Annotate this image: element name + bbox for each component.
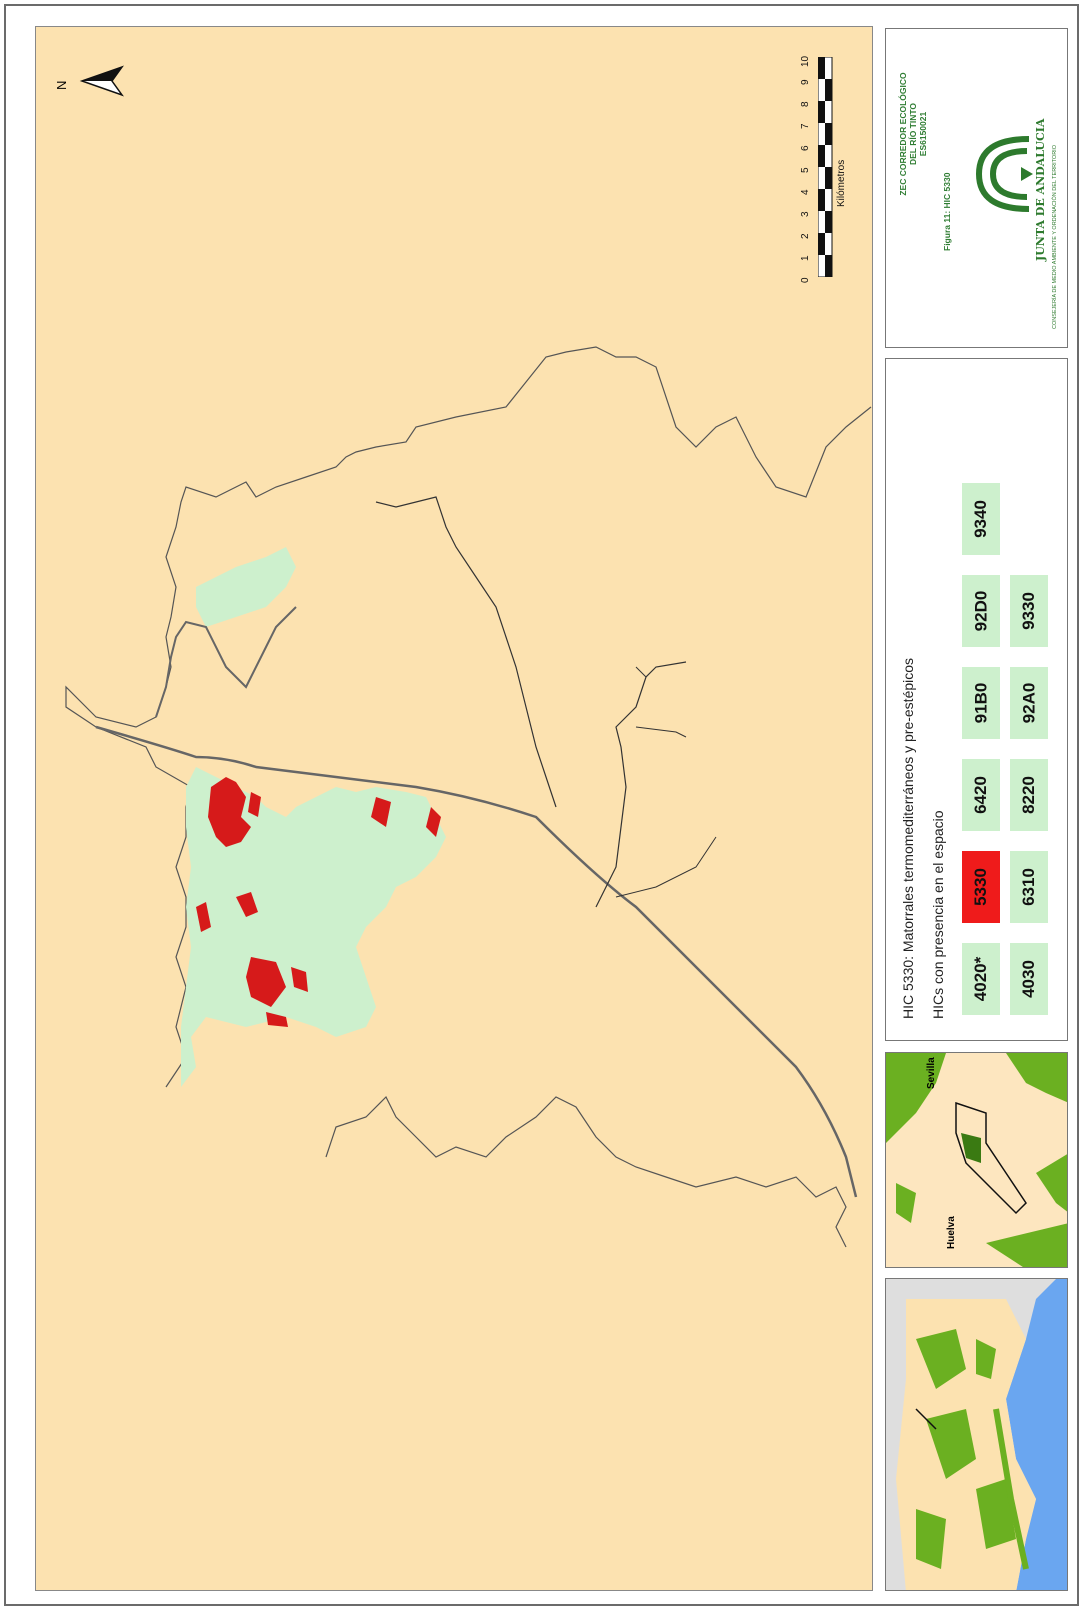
hic-5330-patches	[196, 777, 441, 1027]
tributary-east-4	[635, 666, 647, 678]
hic-4030[interactable]: 4030	[1010, 943, 1048, 1015]
figure-label: Figura 11: HIC 5330	[942, 172, 952, 251]
zec-line-1: ZEC CORREDOR ECOLÓGICO	[898, 72, 908, 196]
scale-tick-8: 8	[800, 101, 811, 107]
scale-tick-5: 5	[800, 167, 811, 173]
north-arrow-icon	[79, 65, 124, 97]
zec-title: ZEC CORREDOR ECOLÓGICO DEL RÍO TINTO ES6…	[898, 39, 928, 229]
inset-locator-map: Sevilla Huelva	[885, 1052, 1068, 1268]
inset-label-sevilla: Sevilla	[926, 1057, 937, 1089]
map-canvas	[65, 346, 872, 1248]
scale-unit: Kilómetros	[836, 159, 847, 207]
area-boundary	[65, 346, 872, 1088]
scale-tick-0: 0	[800, 277, 811, 283]
scale-tick-2: 2	[800, 233, 811, 239]
scale-tick-6: 6	[800, 145, 811, 151]
river-tinto	[95, 725, 858, 1198]
tributary-east-2	[615, 836, 717, 898]
zec-line-3: ES6150021	[918, 111, 928, 157]
inset-label-huelva: Huelva	[946, 1216, 957, 1249]
habitat-zone-north	[196, 547, 296, 627]
hic-8220[interactable]: 8220	[1010, 759, 1048, 831]
hic-5330-selected[interactable]: 5330	[962, 851, 1000, 923]
hic-9340[interactable]: 9340	[962, 483, 1000, 555]
junta-logo-icon	[975, 136, 1033, 212]
tributary	[375, 496, 557, 808]
hic-92d0[interactable]: 92D0	[962, 575, 1000, 647]
scale-tick-7: 7	[800, 123, 811, 129]
scale-tick-1: 1	[800, 255, 811, 261]
title-block: ZEC CORREDOR ECOLÓGICO DEL RÍO TINTO ES6…	[885, 28, 1068, 348]
scale-bar: 0 1 2 3 4 5 6 7 8 9 10 Kilómetros	[800, 56, 866, 287]
junta-name: JUNTA DE ANDALUCIA	[1034, 118, 1047, 261]
north-label: N	[54, 80, 69, 90]
area-boundary-south	[325, 1095, 847, 1248]
legend-title: HIC 5330: Matorrales termomediterráneos …	[900, 657, 916, 1019]
river-upper	[155, 606, 297, 718]
hic-92a0[interactable]: 92A0	[1010, 667, 1048, 739]
habitat-zone	[181, 767, 446, 1087]
tributary-east	[595, 661, 687, 908]
north-arrow: N	[54, 63, 124, 99]
scale-tick-9: 9	[800, 79, 811, 85]
hic-91b0[interactable]: 91B0	[962, 667, 1000, 739]
scale-tick-3: 3	[800, 211, 811, 217]
hic-6310[interactable]: 6310	[1010, 851, 1048, 923]
scale-tick-10: 10	[800, 55, 811, 67]
hic-9330[interactable]: 9330	[1010, 575, 1048, 647]
inset-region-map	[885, 1278, 1068, 1591]
inset-locator-canvas	[886, 1053, 1067, 1267]
hic-6420[interactable]: 6420	[962, 759, 1000, 831]
legend-subtitle: HICs con presencia en el espacio	[930, 810, 946, 1019]
junta-department: CONSEJERÍA DE MEDIO AMBIENTE Y ORDENACIÓ…	[1052, 145, 1058, 329]
hic-4020[interactable]: 4020*	[962, 943, 1000, 1015]
map-frame: N 0 1 2 3 4 5 6 7	[4, 4, 1079, 1606]
tributary-east-3	[635, 726, 687, 738]
scale-tick-4: 4	[800, 189, 811, 195]
zec-line-2: DEL RÍO TINTO	[908, 102, 918, 166]
scale-bar-graphic	[818, 57, 833, 277]
main-map[interactable]: N 0 1 2 3 4 5 6 7	[35, 26, 873, 1591]
legend-block: HIC 5330: Matorrales termomediterráneos …	[885, 358, 1068, 1041]
inset-region-canvas	[896, 1279, 1067, 1590]
